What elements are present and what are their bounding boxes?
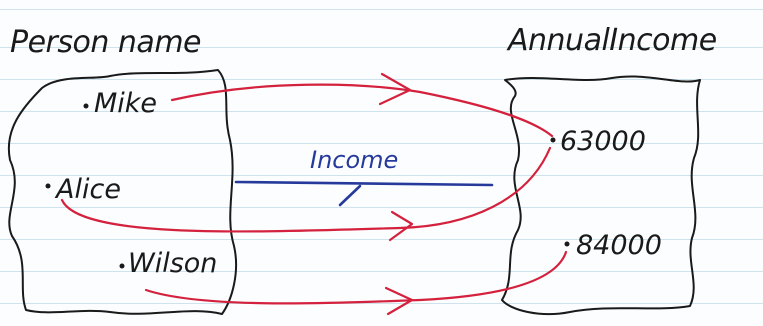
item-dot (550, 137, 556, 143)
item-dot (45, 183, 51, 189)
relation-arrow-line (234, 180, 494, 187)
right-item-63000: 63000 (560, 126, 646, 157)
right-set-title: AnnualIncome (506, 23, 717, 58)
mapping-arrowhead-wilson (384, 286, 414, 316)
left-item-alice: Alice (54, 174, 121, 205)
item-dot (564, 241, 570, 247)
left-set-title: Person name (10, 25, 201, 60)
mapping-arrowhead-mike (378, 72, 412, 106)
mapping-arrow-alice (60, 146, 552, 233)
item-dot (83, 103, 89, 109)
left-item-wilson: Wilson (128, 248, 217, 279)
right-set-boundary (501, 75, 701, 316)
mapping-arrow-mike (170, 83, 554, 138)
item-dot (119, 263, 125, 269)
left-item-mike: Mike (94, 88, 157, 119)
relation-arrowhead (338, 184, 362, 207)
mapping-arrowhead-alice (388, 210, 414, 242)
left-set-boundary (7, 69, 238, 315)
right-item-84000: 84000 (576, 230, 662, 261)
relation-label: Income (310, 146, 398, 174)
